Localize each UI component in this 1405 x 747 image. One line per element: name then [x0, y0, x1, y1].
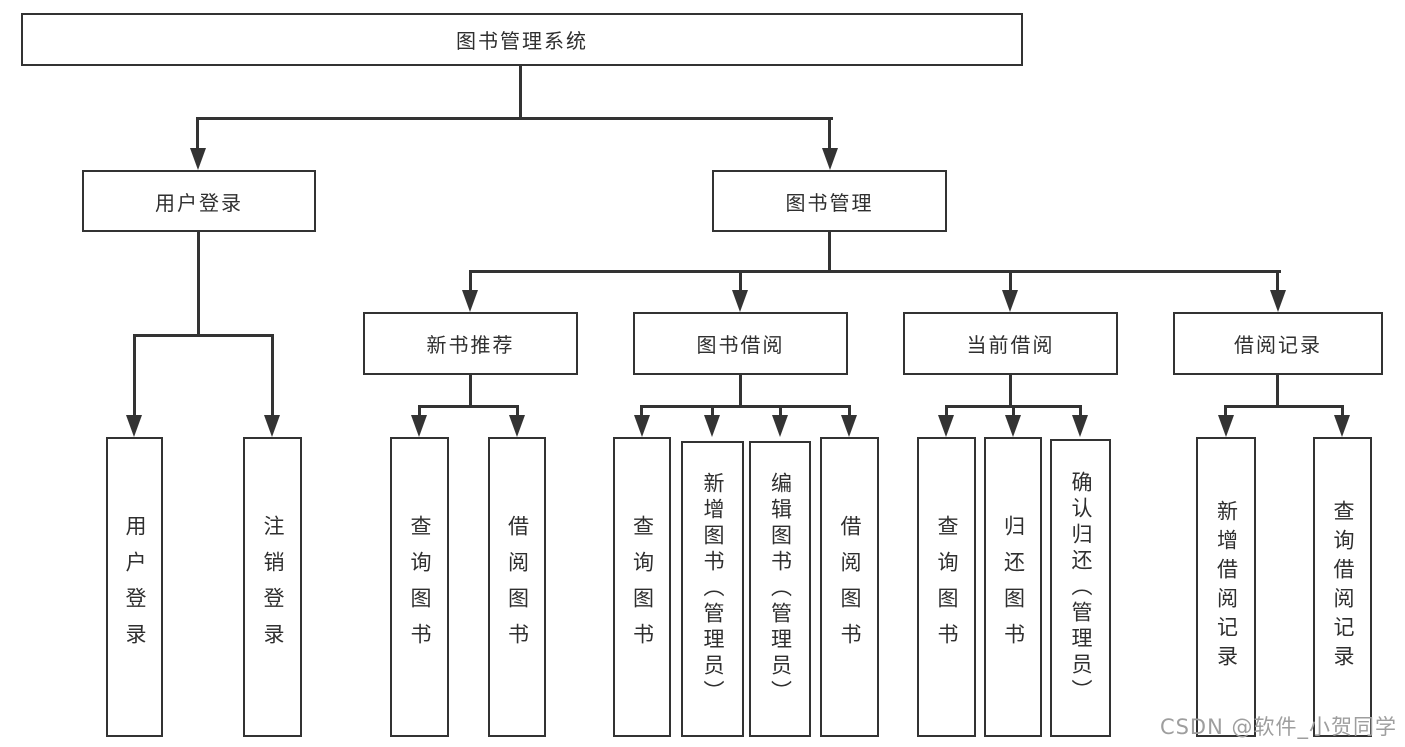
- leaf-bb-query-books: 查询图书: [613, 437, 671, 737]
- node-current-borrowing-label: 当前借阅: [966, 333, 1055, 357]
- node-current-borrowing: 当前借阅: [903, 312, 1118, 375]
- node-root: 图书管理系统: [21, 13, 1023, 66]
- leaf-bb-query-books-label: 查询图书: [630, 515, 655, 659]
- line-user-login-rail: [133, 334, 274, 337]
- leaf-br-query-record: 查询借阅记录: [1313, 437, 1372, 737]
- arrow-to-rec-query-books: [411, 415, 427, 437]
- line-br-rail: [1224, 405, 1344, 408]
- arrow-to-cb-return-books: [1005, 415, 1021, 437]
- line-to-new-book-recommend: [469, 272, 472, 292]
- node-root-label: 图书管理系统: [456, 29, 588, 53]
- leaf-logout-label: 注销登录: [261, 515, 285, 659]
- arrow-to-current-borrowing: [1002, 290, 1018, 312]
- line-level3-rail: [469, 270, 1281, 273]
- node-book-borrowing-label: 图书借阅: [696, 333, 785, 357]
- line-cb-3: [1079, 405, 1082, 417]
- arrow-to-book-borrowing: [732, 290, 748, 312]
- arrow-to-bb-borrow-books: [841, 415, 857, 437]
- line-book-management-stub: [828, 232, 831, 272]
- leaf-cb-return-books: 归还图书: [984, 437, 1042, 737]
- arrow-to-leaf-user-login: [126, 415, 142, 437]
- arrow-to-br-add-record: [1218, 415, 1234, 437]
- line-root-stub: [519, 66, 522, 119]
- line-nbr-stub: [469, 375, 472, 407]
- leaf-cb-return-books-label: 归还图书: [1001, 515, 1026, 659]
- line-cb-2: [1012, 405, 1015, 417]
- leaf-cb-confirm-return-admin: 确认归还（管理员）: [1050, 439, 1111, 737]
- node-book-borrowing: 图书借阅: [633, 312, 848, 375]
- watermark-text: CSDN @软件_小贺同学: [1159, 715, 1397, 739]
- leaf-bb-edit-books-admin: 编辑图书（管理员）: [749, 441, 811, 737]
- arrow-to-bb-edit-books: [772, 415, 788, 437]
- node-book-management-label: 图书管理: [785, 190, 874, 215]
- line-bb-3: [779, 405, 782, 417]
- arrow-to-br-query-record: [1334, 415, 1350, 437]
- arrow-to-borrow-records: [1270, 290, 1286, 312]
- line-bb-2: [711, 405, 714, 417]
- leaf-rec-borrow-books-label: 借阅图书: [505, 515, 530, 659]
- leaf-cb-query-books-label: 查询图书: [935, 515, 959, 659]
- arrow-to-cb-confirm-return: [1072, 415, 1088, 437]
- line-nbr-rail: [418, 405, 519, 408]
- node-borrow-records: 借阅记录: [1173, 312, 1383, 375]
- node-borrow-records-label: 借阅记录: [1234, 333, 1322, 357]
- leaf-bb-edit-books-admin-label: 编辑图书（管理员）: [768, 472, 793, 706]
- line-to-book-borrowing: [739, 272, 742, 292]
- leaf-rec-query-books: 查询图书: [390, 437, 449, 737]
- line-br-2: [1341, 405, 1344, 417]
- leaf-rec-borrow-books: 借阅图书: [488, 437, 546, 737]
- leaf-user-login-label: 用户登录: [123, 515, 147, 659]
- line-cb-stub: [1009, 375, 1012, 407]
- arrow-to-leaf-logout: [264, 415, 280, 437]
- node-book-management: 图书管理: [712, 170, 947, 232]
- node-new-book-recommend-label: 新书推荐: [426, 333, 515, 357]
- leaf-br-add-record-label: 新增借阅记录: [1214, 500, 1239, 674]
- node-new-book-recommend: 新书推荐: [363, 312, 578, 375]
- leaf-bb-borrow-books: 借阅图书: [820, 437, 879, 737]
- arrow-to-new-book-recommend: [462, 290, 478, 312]
- line-to-leaf-logout: [271, 336, 274, 417]
- leaf-user-login: 用户登录: [106, 437, 163, 737]
- line-cb-1: [945, 405, 948, 417]
- line-bb-1: [640, 405, 643, 417]
- node-user-login: 用户登录: [82, 170, 316, 232]
- leaf-bb-borrow-books-label: 借阅图书: [838, 515, 862, 659]
- leaf-br-query-record-label: 查询借阅记录: [1331, 500, 1355, 674]
- line-br-stub: [1276, 375, 1279, 407]
- line-nbr-left: [418, 405, 421, 417]
- arrow-to-rec-borrow-books: [509, 415, 525, 437]
- line-to-borrow-records: [1276, 272, 1279, 292]
- line-nbr-right: [516, 405, 519, 417]
- leaf-cb-query-books: 查询图书: [917, 437, 976, 737]
- arrow-to-user-login: [190, 148, 206, 170]
- line-to-book-management: [828, 119, 831, 150]
- leaf-rec-query-books-label: 查询图书: [408, 515, 432, 659]
- line-bb-rail: [640, 405, 851, 408]
- leaf-cb-confirm-return-admin-label: 确认归还（管理员）: [1069, 471, 1093, 705]
- line-bb-stub: [739, 375, 742, 407]
- arrow-to-cb-query-books: [938, 415, 954, 437]
- arrow-to-bb-add-books: [704, 415, 720, 437]
- line-br-1: [1224, 405, 1227, 417]
- line-to-current-borrowing: [1009, 272, 1012, 292]
- leaf-bb-add-books-admin: 新增图书（管理员）: [681, 441, 744, 737]
- line-to-leaf-user-login: [133, 336, 136, 417]
- leaf-logout: 注销登录: [243, 437, 302, 737]
- line-level2-rail: [196, 117, 833, 120]
- arrow-to-bb-query-books: [634, 415, 650, 437]
- line-to-user-login: [196, 119, 199, 150]
- leaf-bb-add-books-admin-label: 新增图书（管理员）: [701, 472, 725, 706]
- line-user-login-stub: [197, 232, 200, 336]
- line-bb-4: [848, 405, 851, 417]
- leaf-br-add-record: 新增借阅记录: [1196, 437, 1256, 737]
- arrow-to-book-management: [822, 148, 838, 170]
- node-user-login-label: 用户登录: [155, 190, 243, 215]
